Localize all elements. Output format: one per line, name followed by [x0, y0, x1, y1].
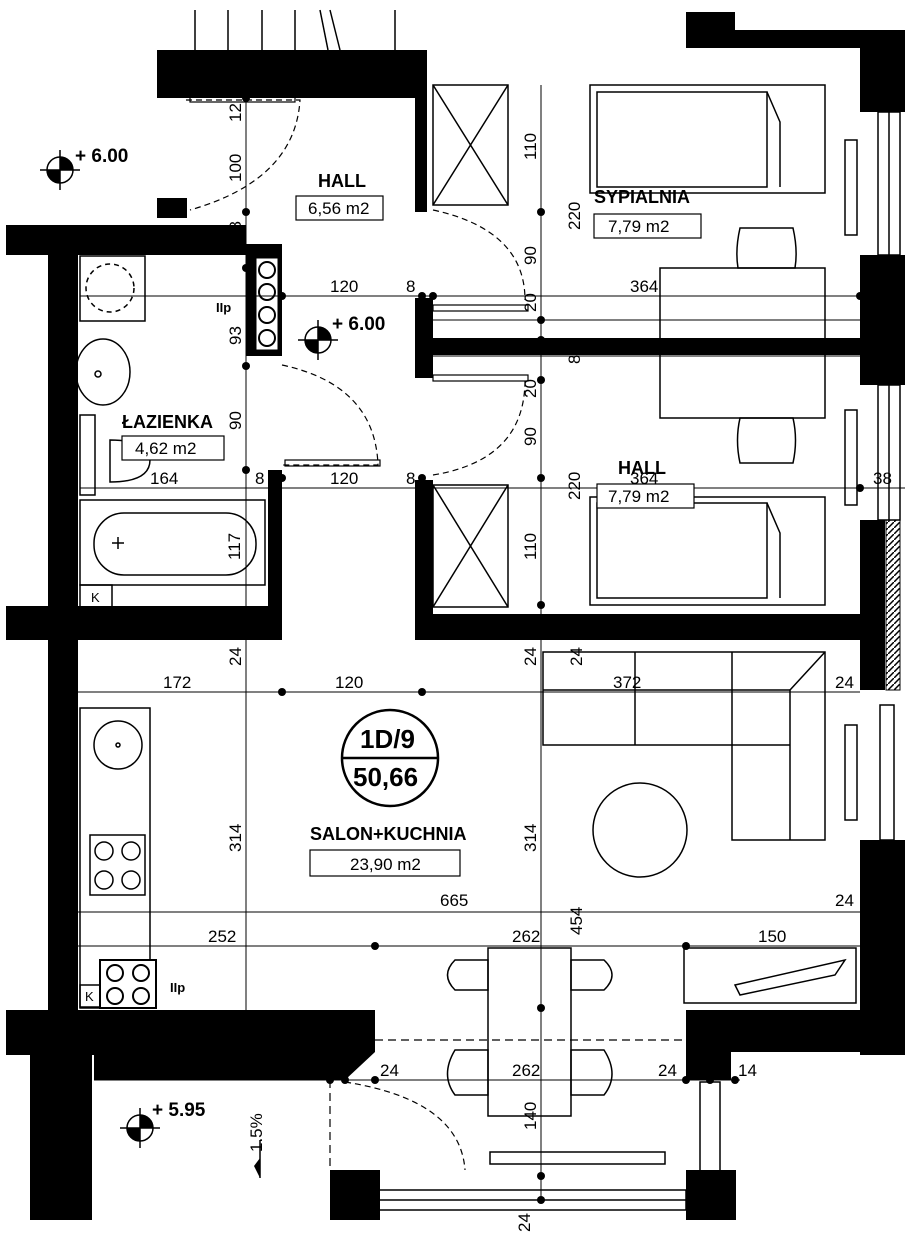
- dining-table: [446, 947, 857, 1165]
- room-name-living: SALON+KUCHNIA: [310, 824, 467, 844]
- desk: [659, 227, 826, 464]
- hatched-wall: [885, 519, 901, 691]
- dim-120-a: 120: [330, 277, 358, 296]
- dim-14-a: 14: [306, 1061, 325, 1080]
- dimension-lines: [78, 85, 905, 1200]
- room-area-bedroom: 7,79 m2: [608, 217, 669, 236]
- elevation-hall: + 6.00: [332, 314, 385, 335]
- dim-24-f: 24: [380, 1061, 399, 1080]
- dim-24-g: 24: [658, 1061, 677, 1080]
- sofa: [542, 651, 826, 878]
- room-name-bedroom: SYPIALNIA: [594, 187, 690, 207]
- dim-372: 372: [613, 673, 641, 692]
- dim-164: 164: [150, 469, 178, 488]
- elevation-marker-hall: [298, 320, 338, 360]
- dim-38: 38: [873, 469, 892, 488]
- doors: [186, 95, 686, 1171]
- beds: [589, 84, 826, 606]
- dim-220-top: 220: [565, 202, 584, 230]
- dim-12: 12: [226, 103, 245, 122]
- room-name-hall-mid: HALL: [618, 458, 666, 478]
- elevation-marker-top: [40, 150, 80, 190]
- room-area-bathroom: 4,62 m2: [135, 439, 196, 458]
- dim-172: 172: [163, 673, 191, 692]
- dim-8-mid: 8: [565, 355, 584, 364]
- room-area-hall-top: 6,56 m2: [308, 199, 369, 218]
- dim-20-top: 20: [521, 293, 540, 312]
- room-area-hall-mid: 7,79 m2: [608, 487, 669, 506]
- stair-lines: [194, 9, 396, 51]
- dim-8-a: 8: [406, 277, 415, 296]
- riser-bath: [255, 257, 279, 351]
- dim-24-a: 24: [226, 647, 245, 666]
- dim-110-mid: 110: [521, 533, 540, 560]
- elevation-balcony: + 5.95: [152, 1100, 206, 1121]
- room-area-living: 23,90 m2: [350, 855, 421, 874]
- dim-120-b: 120: [330, 469, 358, 488]
- dim-28: 28: [226, 221, 245, 240]
- dim-665: 665: [440, 891, 468, 910]
- walls: [6, 12, 905, 1220]
- dim-120-c: 120: [335, 673, 363, 692]
- dim-314-a: 314: [226, 824, 245, 852]
- slope-label: 1.5%: [247, 1113, 266, 1152]
- dim-8-d: 8: [406, 469, 415, 488]
- dim-93: 93: [226, 326, 245, 345]
- elevation-top: + 6.00: [75, 146, 128, 167]
- k-marker-kitchen: K: [85, 989, 94, 1004]
- slope-arrow: [254, 1158, 260, 1178]
- dim-20-mid: 20: [521, 379, 540, 398]
- dim-110-top: 110: [521, 133, 540, 160]
- dim-90-mid: 90: [521, 427, 540, 446]
- area-boxes: [121, 195, 702, 877]
- elevation-marker-balcony: [120, 1108, 160, 1148]
- dim-14-b: 14: [738, 1061, 757, 1080]
- dim-364-b: 364: [630, 469, 658, 488]
- dim-252: 252: [208, 927, 236, 946]
- room-name-hall-top: HALL: [318, 171, 366, 191]
- wardrobes: [432, 84, 509, 608]
- dim-24-b: 24: [521, 647, 540, 666]
- dim-314-b: 314: [521, 824, 540, 852]
- dim-150: 150: [758, 927, 786, 946]
- unit-total-area: 50,66: [353, 762, 418, 792]
- dim-24-d: 24: [835, 673, 854, 692]
- dim-200: 200: [183, 1061, 211, 1080]
- dimension-dots: [242, 94, 864, 1204]
- dim-8-c: 8: [255, 469, 264, 488]
- dim-90-bath: 90: [226, 411, 245, 430]
- riser-kitchen: [99, 959, 157, 1009]
- dim-140: 140: [521, 1102, 540, 1130]
- dim-24-c: 24: [567, 647, 586, 666]
- windows: [374, 111, 901, 1211]
- k-marker-bath: K: [91, 590, 100, 605]
- unit-code: 1D/9: [360, 724, 415, 754]
- room-name-bathroom: ŁAZIENKA: [122, 412, 213, 432]
- kitchen: [79, 707, 151, 1009]
- dim-262-b: 262: [512, 1061, 540, 1080]
- dim-262-a: 262: [512, 927, 540, 946]
- dim-90-top: 90: [521, 246, 540, 265]
- riser-label-bottom: IIp: [170, 980, 185, 995]
- riser-label-top: IIp: [216, 300, 231, 315]
- dim-100: 100: [226, 154, 245, 182]
- dim-24-e: 24: [835, 891, 854, 910]
- dim-117: 117: [225, 533, 244, 560]
- dim-364-a: 364: [630, 277, 658, 296]
- dim-220-mid: 220: [565, 472, 584, 500]
- dim-454: 454: [567, 907, 586, 935]
- dim-24-h: 24: [515, 1213, 534, 1232]
